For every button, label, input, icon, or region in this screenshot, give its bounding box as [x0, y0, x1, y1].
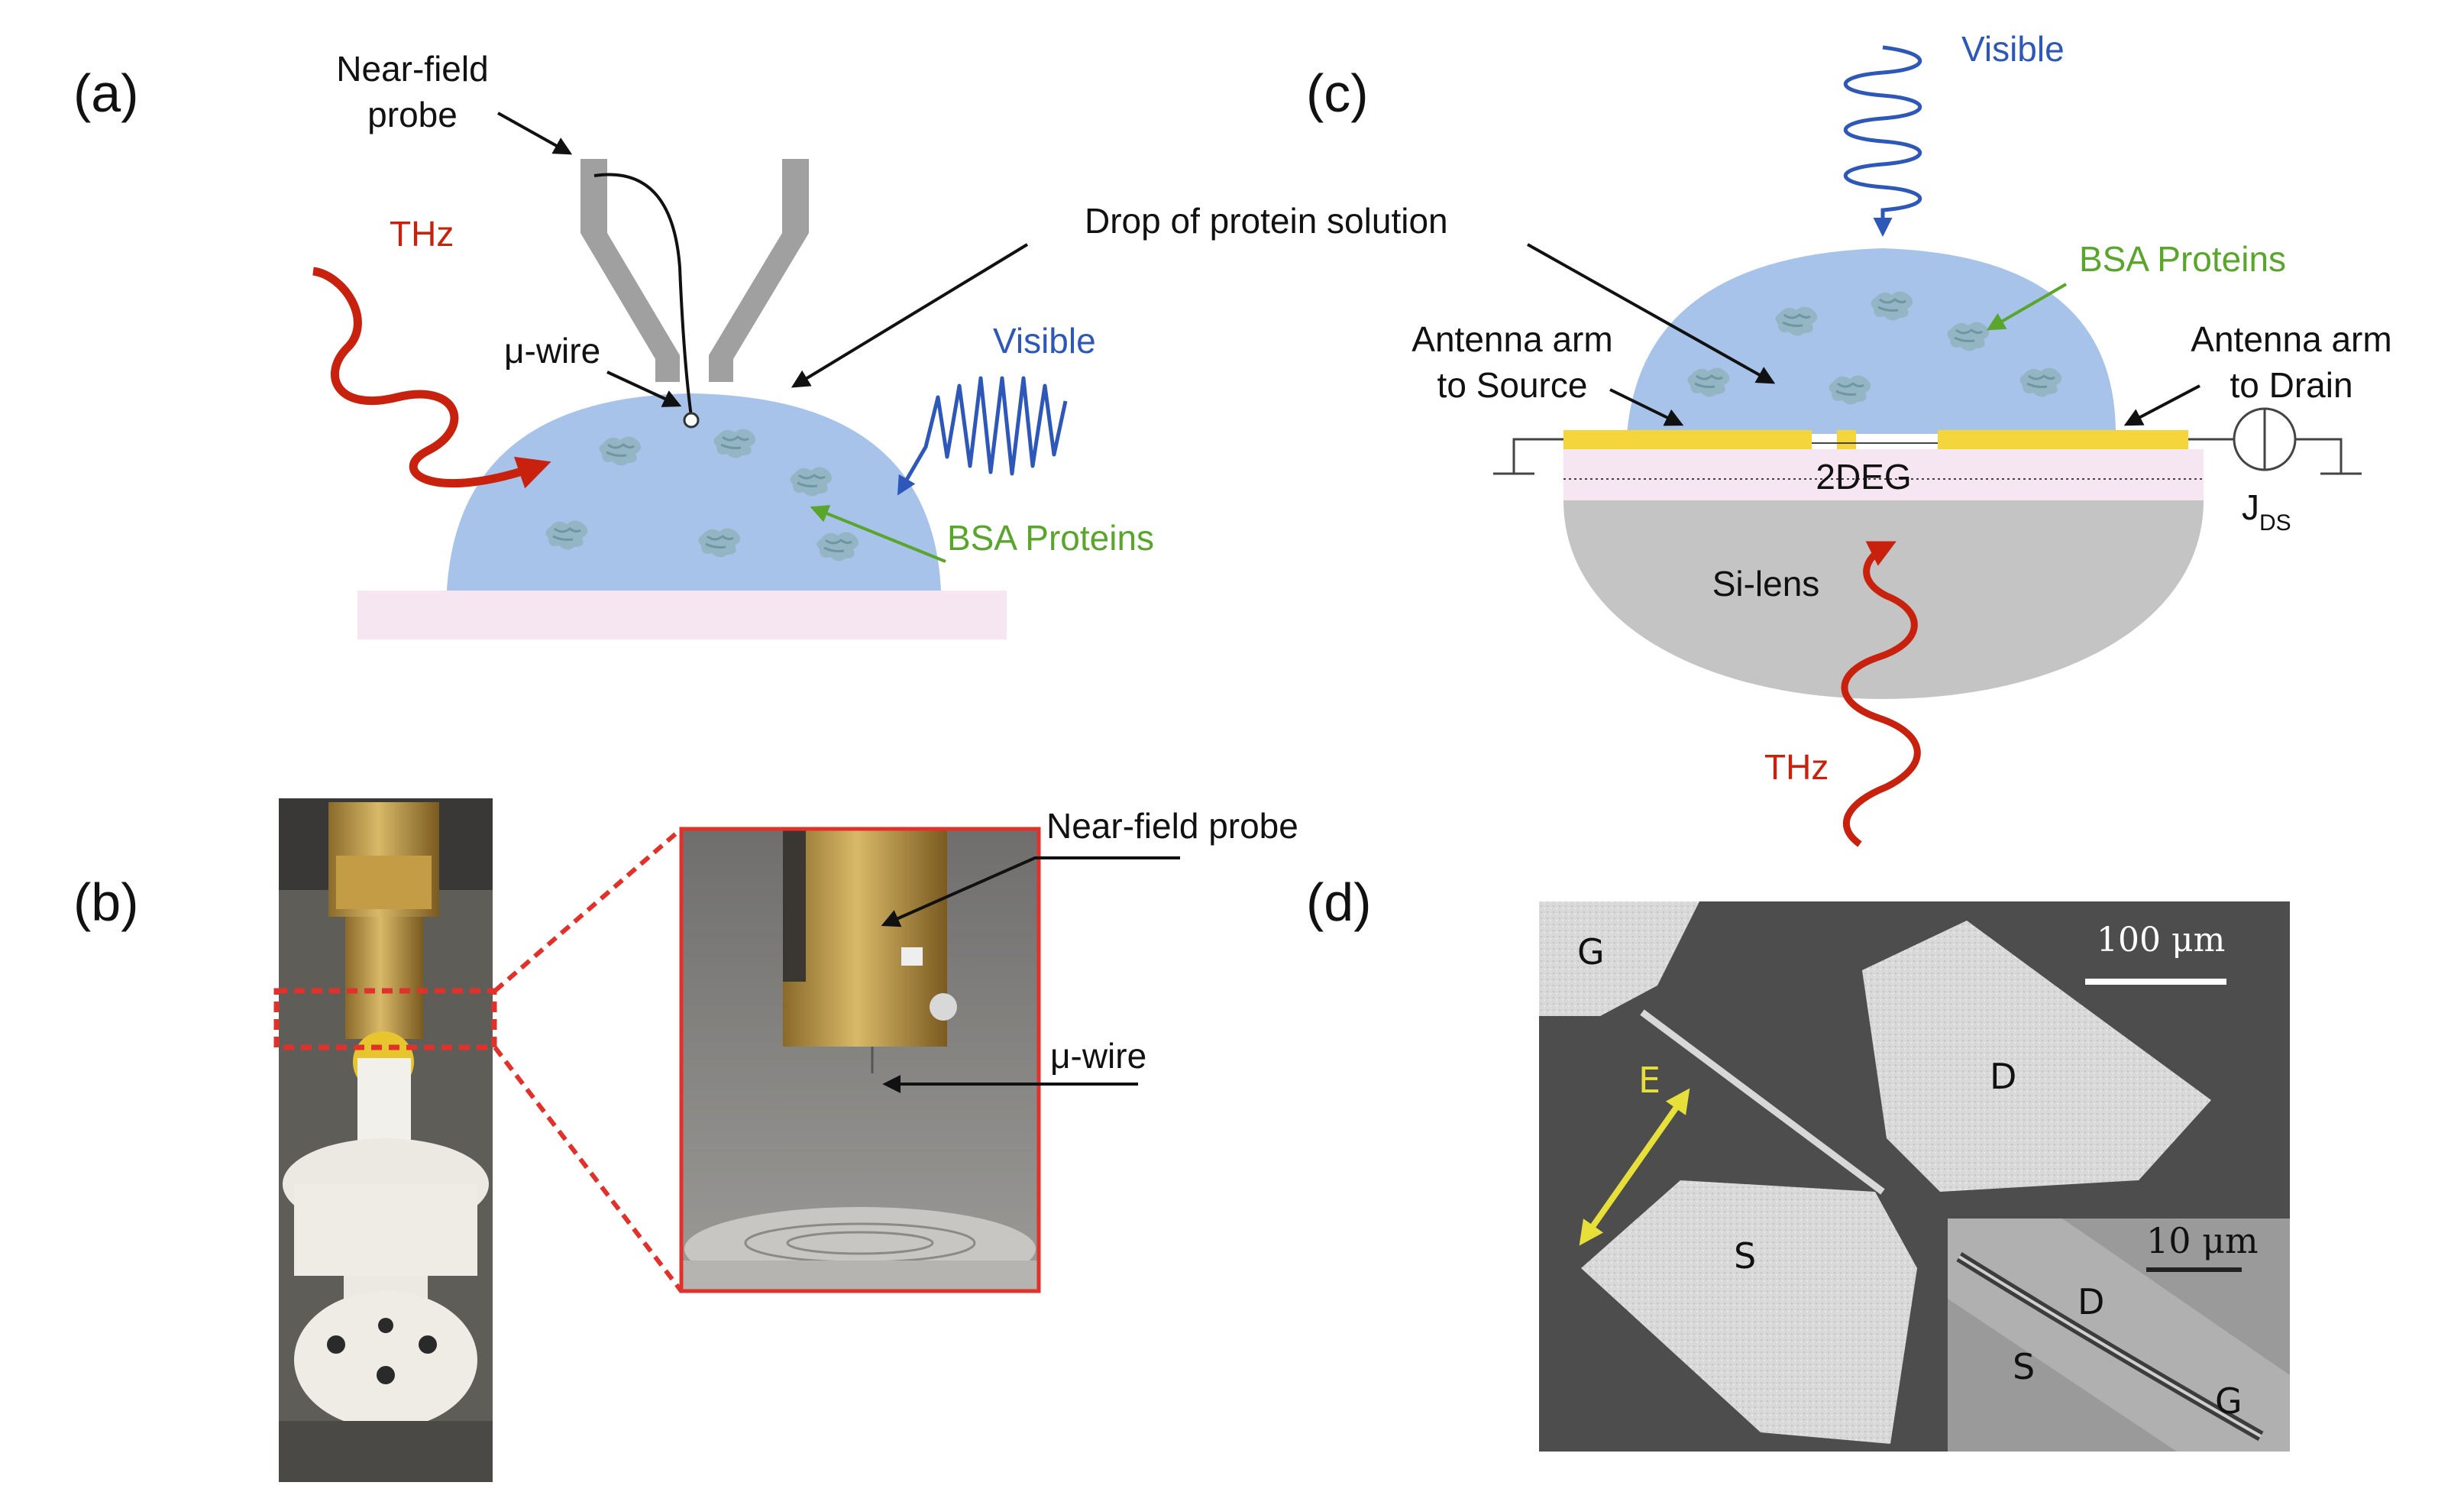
probe-label-b: Near-field probe: [1046, 806, 1298, 846]
thz-wave-a: [312, 267, 551, 489]
thz-label-a: THz: [390, 214, 454, 254]
inset-s-label: S: [2013, 1346, 2035, 1387]
antenna-drain-label-line1: Antenna arm: [2191, 319, 2391, 359]
silens-label: Si-lens: [1712, 564, 1820, 604]
current-sub: DS: [2259, 510, 2291, 536]
setup-photo: [279, 798, 493, 1482]
si-lens: [1563, 500, 2204, 699]
sem-e-label: E: [1638, 1060, 1660, 1101]
scale-label-main: 100 μm: [2097, 921, 2225, 960]
panel-d-label: (d): [1306, 872, 1372, 932]
mu-wire-label-a: μ-wire: [504, 331, 600, 371]
sem-s-label: S: [1734, 1235, 1756, 1277]
current-label: JDS: [2242, 487, 2291, 536]
bsa-label-c: BSA Proteins: [2079, 239, 2286, 279]
current-main: J: [2242, 487, 2259, 527]
substrate-a: [357, 591, 1007, 639]
antenna-arm-drain: [1938, 430, 2188, 449]
zoom-photo: [681, 829, 1039, 1291]
thz-wave-c: [1841, 541, 1921, 847]
panel-b-label: (b): [73, 872, 139, 932]
antenna-gate-pad: [1837, 430, 1856, 449]
antenna-source-label-line1: Antenna arm: [1411, 319, 1612, 359]
visible-wave-a: [897, 376, 1068, 496]
near-field-probe-a: [580, 159, 809, 429]
visible-label-c: Visible: [1961, 29, 2065, 69]
mu-wire-label-b: μ-wire: [1050, 1036, 1146, 1076]
protein-drop-c: [1627, 248, 2116, 434]
thz-label-c: THz: [1764, 747, 1829, 787]
probe-label-a-line2: probe: [367, 95, 458, 134]
antenna-drain-label-line2: to Drain: [2230, 365, 2352, 405]
zoom-frame: [679, 827, 1041, 1293]
sem-g-label: G: [1577, 931, 1605, 973]
circuit: [1493, 407, 2362, 475]
sem-image: [1539, 901, 2290, 1452]
panel-a: (a) Near-field probe THz μ-wire Dr: [73, 49, 1448, 639]
twodeg-label: 2DEG: [1816, 457, 1911, 497]
inset-d-label: D: [2078, 1281, 2104, 1322]
panel-d: (d) G D S E 100 μm 10 μm D: [1306, 872, 2290, 1452]
visible-wave-c: [1844, 45, 1922, 237]
e-field-arrow: [1579, 1088, 1690, 1246]
bsa-label-a: BSA Proteins: [947, 518, 1154, 558]
drop-arrow-c: [1527, 243, 1776, 384]
antenna-source-label-line2: to Source: [1437, 365, 1588, 405]
panel-c: (c) Visible: [1306, 29, 2392, 847]
drop-label-a: Drop of protein solution: [1085, 201, 1448, 241]
probe-label-a-line1: Near-field: [336, 49, 488, 89]
mu-wire-a: [593, 173, 693, 417]
zoom-selection: [273, 988, 497, 1050]
sem-d-label: D: [1990, 1056, 2016, 1097]
scale-label-inset: 10 μm: [2146, 1220, 2259, 1261]
antenna-arm-source: [1563, 430, 1812, 449]
panel-a-label: (a): [73, 63, 139, 123]
panel-c-label: (c): [1306, 63, 1369, 123]
inset-g-label: G: [2215, 1380, 2242, 1422]
panel-b: (b): [73, 798, 1298, 1482]
visible-label-a: Visible: [993, 321, 1096, 361]
substrate-c: [1563, 449, 2204, 500]
